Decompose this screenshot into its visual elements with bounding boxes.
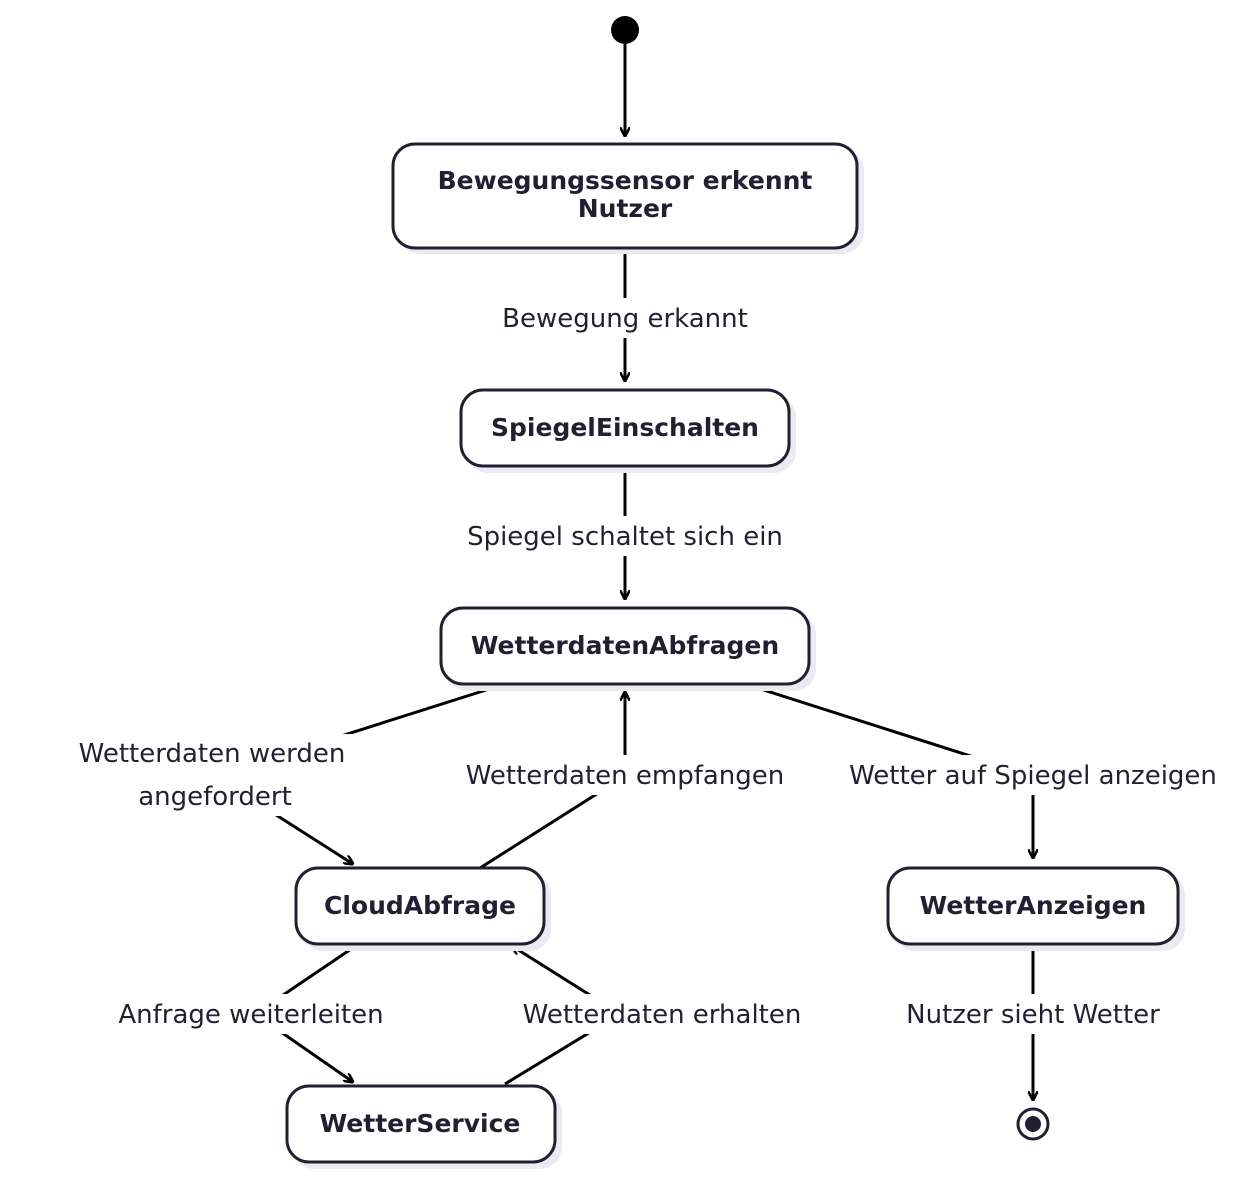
label-bewegung-erkannt: Bewegung erkannt <box>502 304 748 334</box>
state-sensor-line1: Bewegungssensor erkennt <box>438 166 813 195</box>
label-angefordert: angefordert <box>138 782 292 812</box>
label-nutzer-sieht-wetter: Nutzer sieht Wetter <box>906 1000 1160 1030</box>
label-wetterdaten-werden: Wetterdaten werden <box>79 739 346 769</box>
state-cloud-label: CloudAbfrage <box>324 891 516 920</box>
state-sensor: Bewegungssensor erkennt Nutzer <box>391 142 864 254</box>
start-node <box>611 16 639 44</box>
state-wetterdaten-label: WetterdatenAbfragen <box>471 631 779 660</box>
end-node <box>1016 1107 1050 1141</box>
state-sensor-line2: Nutzer <box>578 194 673 223</box>
state-wetter-service: WetterService <box>285 1084 562 1169</box>
state-anzeigen-label: WetterAnzeigen <box>920 891 1147 920</box>
state-service-label: WetterService <box>320 1109 521 1138</box>
label-anfrage-weiterleiten: Anfrage weiterleiten <box>118 1000 383 1030</box>
state-spiegel-label: SpiegelEinschalten <box>491 413 759 442</box>
state-wetter-anzeigen: WetterAnzeigen <box>886 866 1185 951</box>
label-wetterdaten-erhalten: Wetterdaten erhalten <box>523 1000 802 1030</box>
state-spiegel-einschalten: SpiegelEinschalten <box>459 388 796 473</box>
label-wetter-auf-spiegel: Wetter auf Spiegel anzeigen <box>849 761 1217 791</box>
label-wetterdaten-empfangen: Wetterdaten empfangen <box>466 761 785 791</box>
label-spiegel-schaltet-ein: Spiegel schaltet sich ein <box>467 522 783 552</box>
state-cloud-abfrage: CloudAbfrage <box>294 866 551 951</box>
state-wetterdaten-abfragen: WetterdatenAbfragen <box>439 606 816 691</box>
